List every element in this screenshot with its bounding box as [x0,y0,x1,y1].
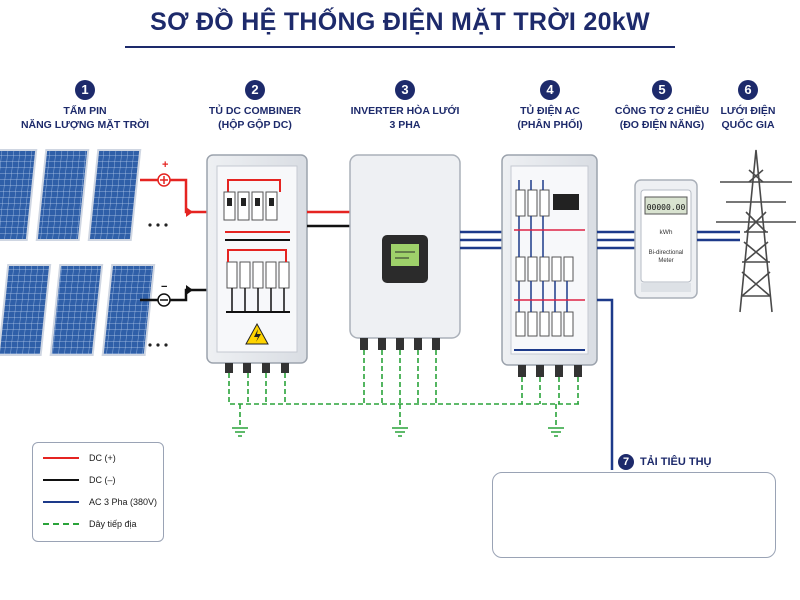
step-national-grid: 6 LƯỚI ĐIỆN QUỐC GIA [708,80,788,132]
step-label-line2: (PHÂN PHỐI) [517,119,583,131]
step-number: 1 [75,80,95,100]
dc-combiner-box [206,154,308,364]
minus-sign: − [161,281,167,293]
step-inverter: 3 INVERTER HÒA LƯỚI 3 PHA [340,80,470,132]
ac-distribution-panel [501,154,598,366]
legend-swatch [43,501,79,503]
legend-label: Dây tiếp địa [89,519,137,529]
step-label-line2: NĂNG LƯỢNG MẶT TRỜI [20,119,150,131]
load-label: TẢI TIÊU THỤ [640,456,712,468]
ac-3-phase-wire [597,230,636,250]
step-label-line1: INVERTER HÒA LƯỚI [350,105,460,117]
step-label-line2: QUỐC GIA [721,119,775,131]
diagram-title: SƠ ĐỒ HỆ THỐNG ĐIỆN MẶT TRỜI 20kW [150,8,650,36]
meter-caption-line1: Bi-directional [649,250,684,256]
legend-label: AC 3 Pha (380V) [89,497,158,507]
step-number: 4 [540,80,560,100]
step-dc-combiner: 2 TỦ DC COMBINER (HỘP GỘP DC) [195,80,315,132]
ac-grid-wire [697,230,740,242]
step-label-line1: TỦ DC COMBINER [208,105,302,117]
load-group-box [492,472,776,558]
step-label-line1: TẤM PIN [63,105,107,117]
solar-panel-array-top [0,149,142,241]
legend-swatch [43,457,79,459]
legend-item-ac-3-phase: AC 3 Pha (380V) [43,495,163,509]
minus-terminal-icon [157,293,171,307]
load-feeder-wire [597,298,614,470]
cable-glands [225,363,289,373]
step-number: 7 [618,454,634,471]
grid-tie-inverter [349,154,461,339]
legend-label: DC (–) [89,475,116,485]
step-number: 3 [395,80,415,100]
cable-glands [360,338,440,350]
step-label-line2: (HỘP GỘP DC) [218,119,292,131]
bidirectional-meter [634,179,698,299]
more-panels-dots [148,223,168,347]
step-number: 6 [738,80,758,100]
meter-unit: kWh [660,229,673,236]
legend-swatch [43,479,79,481]
high-voltage-warning-icon [245,322,269,345]
step-label-line1: TỦ ĐIỆN AC [520,105,580,117]
solar-panel-array-bottom [0,264,156,356]
ground-symbol-icon [232,427,564,437]
cable-glands [518,365,582,377]
plus-sign: + [162,159,168,171]
dc-plus-wire [140,178,212,214]
ground-wiring [228,350,580,426]
arrow-icon [186,285,193,295]
legend-swatch [43,523,79,525]
step-number: 5 [652,80,672,100]
legend-item-dc-plus: DC (+) [43,451,163,465]
step-label-line1: CÔNG TƠ 2 CHIỀU [614,105,710,117]
arrow-icon [186,207,193,217]
step-label-line2: (ĐO ĐIỆN NĂNG) [619,119,705,131]
load-heading: 7 TẢI TIÊU THỤ [618,454,712,471]
meter-caption-line2: Meter [658,258,673,264]
plus-terminal-icon [157,173,171,187]
step-label-line1: LƯỚI ĐIỆN [720,105,776,117]
step-solar-panels: 1 TẤM PIN NĂNG LƯỢNG MẶT TRỜI [20,80,150,132]
legend-item-dc-minus: DC (–) [43,473,163,487]
step-bidirectional-meter: 5 CÔNG TƠ 2 CHIỀU (ĐO ĐIỆN NĂNG) [612,80,712,132]
step-ac-panel: 4 TỦ ĐIỆN AC (PHÂN PHỐI) [495,80,605,132]
step-label-line2: 3 PHA [389,119,421,131]
transmission-tower-icon [716,149,796,313]
ac-3-phase-wire [460,230,502,250]
meter-display: 00000.00 [647,203,686,212]
legend-label: DC (+) [89,453,116,463]
legend-item-ground: Dây tiếp địa [43,517,163,531]
legend: DC (+) DC (–) AC 3 Pha (380V) Dây tiếp đ… [32,442,164,542]
title-underline [125,46,675,48]
step-number: 2 [245,80,265,100]
